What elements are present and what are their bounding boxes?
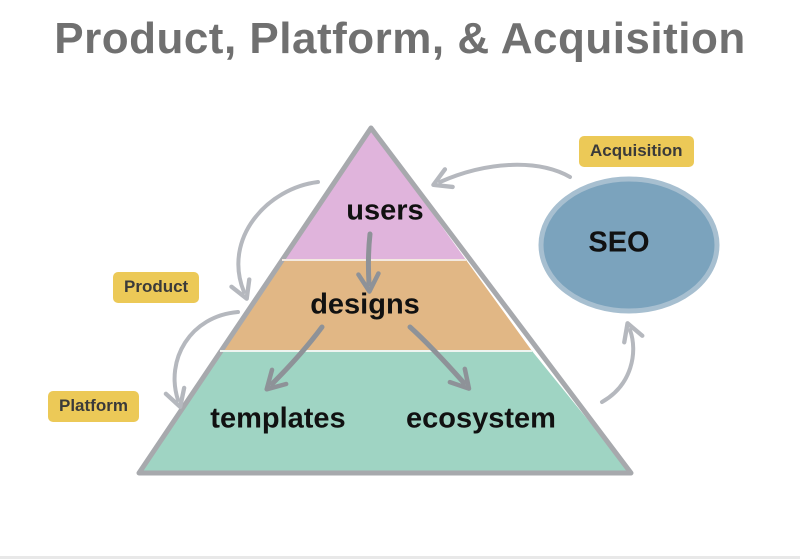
pyramid-layer-designs	[220, 260, 532, 351]
arrow-seo-to-users	[431, 162, 572, 190]
arrow-users-to-designs	[356, 231, 381, 294]
layer-label-designs: designs	[310, 288, 420, 321]
pyramid-layer-users	[282, 128, 466, 260]
layer-label-templates: templates	[210, 402, 346, 435]
page-title: Product, Platform, & Acquisition	[54, 14, 746, 63]
layer-label-ecosystem: ecosystem	[406, 402, 556, 435]
arrow-designs-to-ecosystem	[407, 324, 472, 391]
acquisition-tag: Acquisition	[579, 136, 694, 167]
pyramid-layer-bottom	[139, 351, 631, 473]
pyramid-outline	[136, 125, 634, 476]
platform-tag: Platform	[48, 391, 139, 422]
seo-circle	[538, 176, 720, 314]
arrow-ecosystem-to-seo	[600, 321, 645, 404]
seo-label: SEO	[588, 226, 650, 259]
product-tag: Product	[113, 272, 200, 303]
arrow-product	[229, 180, 320, 301]
arrow-platform	[163, 310, 240, 410]
layer-label-users: users	[346, 194, 424, 227]
bottom-divider	[0, 556, 800, 559]
arrow-designs-to-templates	[264, 324, 325, 392]
